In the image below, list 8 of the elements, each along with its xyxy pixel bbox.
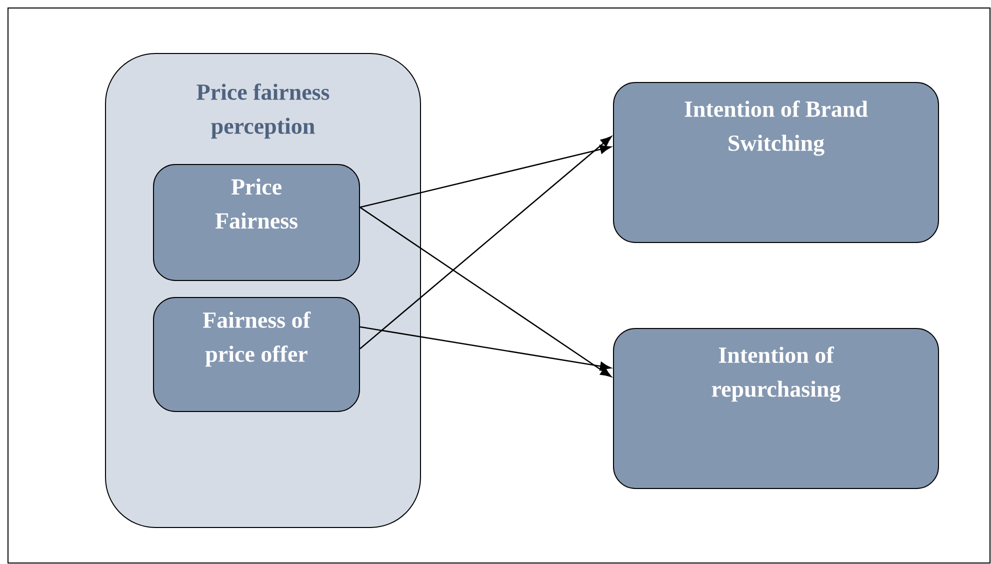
arrow <box>360 144 612 208</box>
outcome-box: Intention of Brand Switching <box>613 82 939 243</box>
arrow <box>360 136 612 350</box>
concept-box: Fairness of price offer <box>153 297 360 412</box>
arrow <box>360 326 612 371</box>
outcome-box: Intention of repurchasing <box>613 328 939 489</box>
arrow <box>360 206 612 378</box>
concept-box: Price Fairness <box>153 164 360 281</box>
